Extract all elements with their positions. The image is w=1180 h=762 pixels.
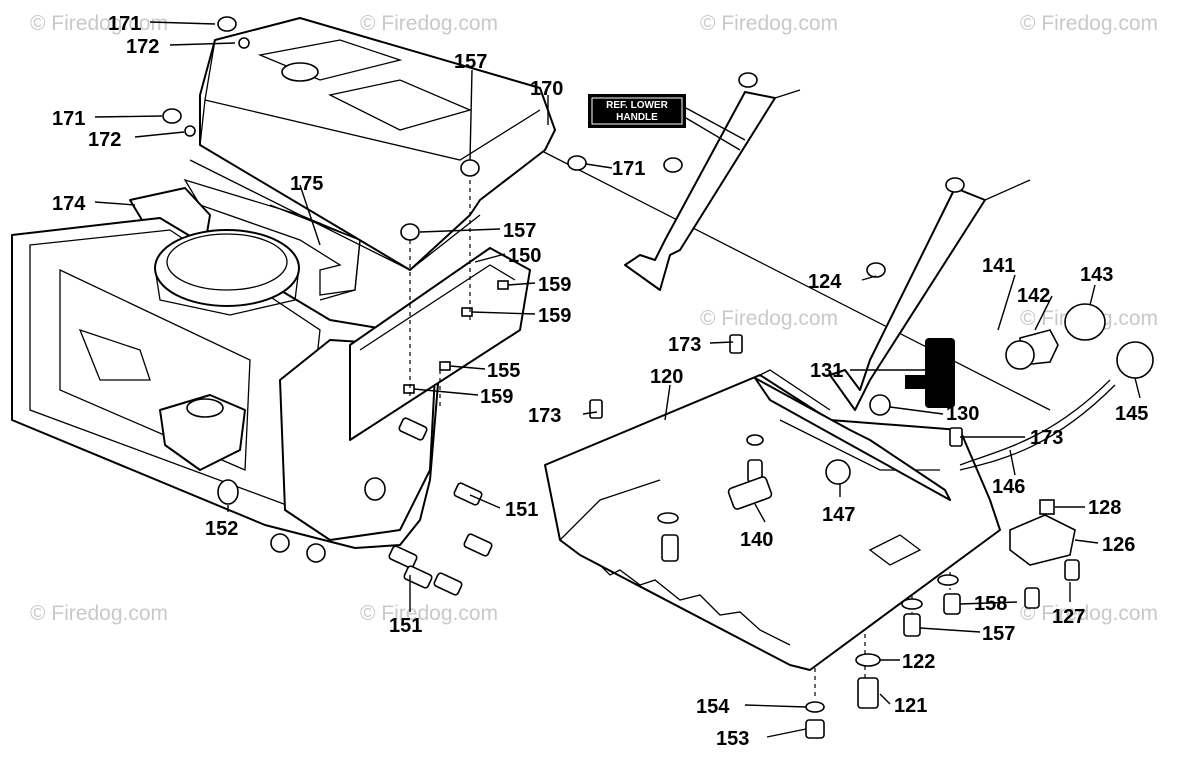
- callout-153: 153: [716, 728, 749, 750]
- watermark: © Firedog.com: [700, 307, 838, 330]
- watermark: © Firedog.com: [30, 12, 168, 35]
- leader-lines: [94, 21, 1141, 738]
- callout-155: 155: [487, 360, 520, 382]
- callout-159: 159: [480, 386, 513, 408]
- chute-deflector-part: [129, 187, 361, 301]
- reference-line: [539, 149, 1051, 411]
- callout-171: 171: [108, 13, 141, 35]
- hardware-parts: [162, 16, 1080, 739]
- ref-label-line2: HANDLE: [616, 112, 658, 123]
- callout-128: 128: [1088, 497, 1121, 519]
- callout-159: 159: [538, 274, 571, 296]
- callout-170: 170: [530, 78, 563, 100]
- callout-171: 171: [52, 108, 85, 130]
- callout-158: 158: [974, 593, 1007, 615]
- callout-151: 151: [505, 499, 538, 521]
- callout-157: 157: [454, 51, 487, 73]
- callout-143: 143: [1080, 264, 1113, 286]
- callout-174: 174: [52, 193, 86, 215]
- callout-121: 121: [894, 695, 927, 717]
- callout-141: 141: [982, 255, 1015, 277]
- callout-126: 126: [1102, 534, 1135, 556]
- callout-173: 173: [668, 334, 701, 356]
- watermark: © Firedog.com: [1020, 12, 1158, 35]
- skid-plate-part: [544, 369, 1001, 671]
- callout-140: 140: [740, 529, 773, 551]
- callout-145: 145: [1115, 403, 1148, 425]
- callout-151: 151: [389, 615, 422, 637]
- callouts: 171 172 171 172 157 170 171 174 175 157 …: [52, 13, 1148, 750]
- watermark: © Firedog.com: [360, 602, 498, 625]
- callout-146: 146: [992, 476, 1025, 498]
- callout-171: 171: [612, 158, 645, 180]
- callout-157: 157: [503, 220, 536, 242]
- watermark: © Firedog.com: [1020, 602, 1158, 625]
- top-cover-part: [183, 17, 556, 296]
- callout-172: 172: [126, 36, 159, 58]
- callout-154: 154: [696, 696, 730, 718]
- ref-lower-handle-label: REF. LOWER HANDLE: [588, 94, 746, 151]
- watermark: © Firedog.com: [30, 602, 168, 625]
- callout-122: 122: [902, 651, 935, 673]
- callout-124: 124: [808, 271, 842, 293]
- callout-120: 120: [650, 366, 683, 388]
- watermark: © Firedog.com: [700, 12, 838, 35]
- callout-150: 150: [508, 245, 541, 267]
- switch-assembly-part: [869, 303, 1154, 566]
- callout-173: 173: [528, 405, 561, 427]
- callout-127: 127: [1052, 606, 1085, 628]
- callout-130: 130: [946, 403, 979, 425]
- callout-175: 175: [290, 173, 323, 195]
- callout-131: 131: [810, 360, 843, 382]
- callout-173: 173: [1030, 427, 1063, 449]
- ref-label-line1: REF. LOWER: [606, 100, 668, 111]
- callout-147: 147: [822, 504, 855, 526]
- callout-142: 142: [1017, 285, 1050, 307]
- watermark: © Firedog.com: [360, 12, 498, 35]
- callout-157: 157: [982, 623, 1015, 645]
- callout-152: 152: [205, 518, 238, 540]
- side-panel-part: [349, 247, 531, 441]
- callout-159: 159: [538, 305, 571, 327]
- callout-172: 172: [88, 129, 121, 151]
